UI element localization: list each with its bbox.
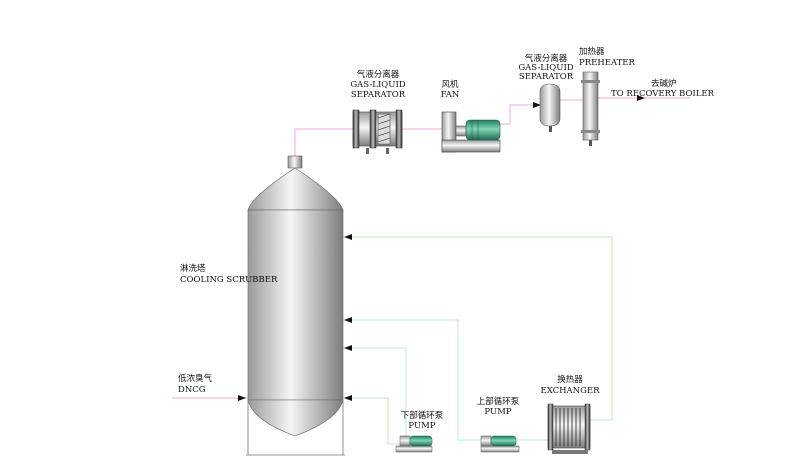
fan-label-en: FAN (440, 90, 460, 100)
dncg-label-zh: 低浓臭气 (178, 374, 213, 384)
exchanger-label-zh: 换热器 (557, 375, 583, 385)
gas-line-scrubber-to-separator (294, 128, 353, 156)
arrow-icon (344, 345, 352, 351)
recovery-boiler-label-zh: 去碱炉 (651, 79, 677, 89)
upper-circulation-pump (480, 435, 520, 453)
scrubber-label-en: COOLING SCRUBBER (180, 275, 278, 285)
water-line-upper-loop (343, 319, 481, 441)
lower-pump-label-en: PUMP (408, 421, 436, 431)
separator-left-label-zh: 气液分离器 (356, 70, 400, 80)
preheater-label-en: PREHEATER (579, 58, 635, 68)
water-line-exchanger-return (343, 236, 613, 421)
upper-pump-label-zh: 上部循环泵 (476, 397, 520, 407)
gas-liquid-separator-vertical (539, 83, 561, 132)
heat-exchanger (547, 403, 591, 454)
scrubber-label-zh: 淋洗塔 (180, 264, 206, 274)
recovery-boiler-label-en: TO RECOVERY BOILER (611, 89, 715, 99)
lower-circulation-pump (395, 435, 433, 453)
water-line-lower-loop-upper (343, 347, 407, 441)
separator-right-label-zh: 气液分离器 (524, 54, 568, 64)
flow-arrows (238, 95, 645, 401)
separator-right-label-en1: GAS-LIQUID (518, 63, 574, 73)
separator-left-label-en2: SEPARATOR (350, 90, 406, 100)
water-line-lower-loop-bottom (343, 397, 400, 445)
separator-right-label-en2: SEPARATOR (518, 72, 574, 82)
preheater-label-zh: 加热器 (579, 47, 605, 57)
arrow-icon (344, 234, 352, 240)
arrow-icon (533, 102, 541, 108)
lower-pump-label-zh: 下部循环泵 (400, 411, 444, 421)
exchanger-label-en: EXCHANGER (540, 386, 600, 396)
gas-liquid-separator-horizontal (352, 109, 403, 154)
dncg-label-en: DNCG (178, 385, 206, 395)
arrow-icon (344, 395, 352, 401)
fan-label-zh: 风机 (441, 80, 459, 90)
gas-line-fan-to-separator (500, 104, 540, 125)
arrow-icon (344, 317, 352, 323)
upper-pump-label-en: PUMP (484, 407, 512, 417)
fan (441, 111, 501, 153)
separator-left-label-en1: GAS-LIQUID (350, 80, 406, 90)
arrow-icon (238, 395, 246, 401)
cooling-scrubber (246, 155, 345, 456)
arrow-icon (637, 95, 645, 101)
preheater (581, 71, 600, 146)
